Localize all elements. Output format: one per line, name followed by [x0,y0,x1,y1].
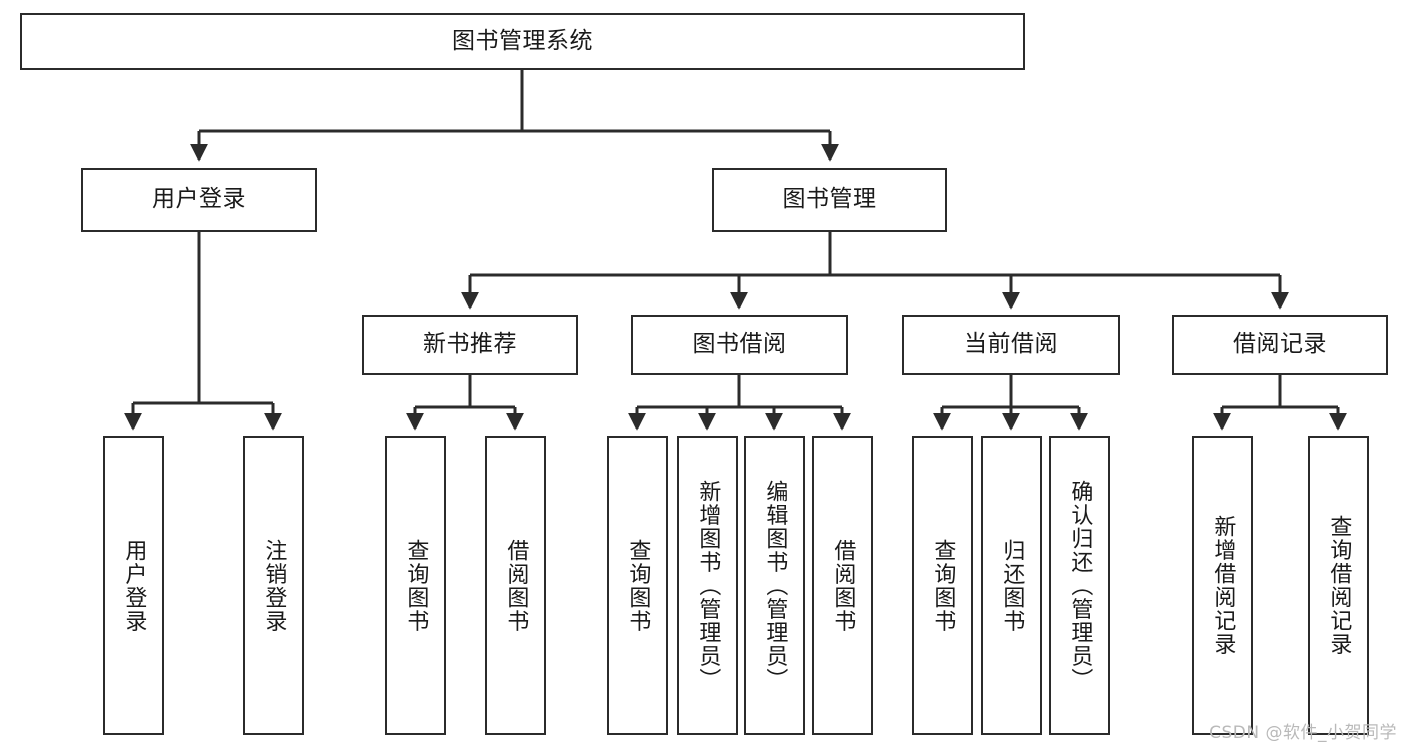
node-label: 图书管理 [782,186,877,213]
node-current-borrow[interactable]: 当前借阅 [902,315,1120,375]
leaf-add-borrow-record[interactable]: 新增借阅记录 [1192,436,1253,735]
node-label: 图书管理系统 [452,27,593,54]
node-user-login[interactable]: 用户登录 [81,168,317,232]
node-label: 注销登录 [261,538,287,633]
node-label: 查询借阅记录 [1326,515,1352,656]
leaf-logout-login[interactable]: 注销登录 [243,436,304,735]
node-label: 编辑图书（管理员） [762,479,788,692]
node-label: 用户登录 [121,538,147,633]
node-label: 新增图书（管理员） [695,479,721,692]
node-label: 图书借阅 [692,331,787,358]
node-label: 查询图书 [403,538,429,633]
node-borrow-record[interactable]: 借阅记录 [1172,315,1388,375]
node-label: 查询图书 [930,538,956,633]
leaf-borrow-book-recommend[interactable]: 借阅图书 [485,436,546,735]
leaf-add-book-admin[interactable]: 新增图书（管理员） [677,436,738,735]
node-label: 新书推荐 [423,331,517,358]
leaf-user-login[interactable]: 用户登录 [103,436,164,735]
leaf-confirm-return-admin[interactable]: 确认归还（管理员） [1049,436,1110,735]
node-label: 确认归还（管理员） [1067,479,1093,692]
leaf-query-book-current[interactable]: 查询图书 [912,436,973,735]
leaf-query-book-borrow[interactable]: 查询图书 [607,436,668,735]
node-book-borrow[interactable]: 图书借阅 [631,315,848,375]
csdn-watermark: CSDN @软件_小贺同学 [1209,723,1397,743]
node-label: 用户登录 [152,186,246,213]
node-label: 归还图书 [999,538,1025,633]
leaf-return-book[interactable]: 归还图书 [981,436,1042,735]
node-label: 借阅图书 [830,538,856,633]
node-label: 新增借阅记录 [1210,515,1236,656]
node-label: 查询图书 [625,538,651,633]
node-label: 借阅图书 [503,538,529,633]
leaf-borrow-book[interactable]: 借阅图书 [812,436,873,735]
leaf-edit-book-admin[interactable]: 编辑图书（管理员） [744,436,805,735]
node-new-book-recommend[interactable]: 新书推荐 [362,315,578,375]
node-label: 借阅记录 [1233,331,1327,358]
node-label: 当前借阅 [964,331,1058,358]
node-book-management[interactable]: 图书管理 [712,168,947,232]
leaf-query-book-recommend[interactable]: 查询图书 [385,436,446,735]
node-root-book-management-system[interactable]: 图书管理系统 [20,13,1025,70]
leaf-query-borrow-record[interactable]: 查询借阅记录 [1308,436,1369,735]
